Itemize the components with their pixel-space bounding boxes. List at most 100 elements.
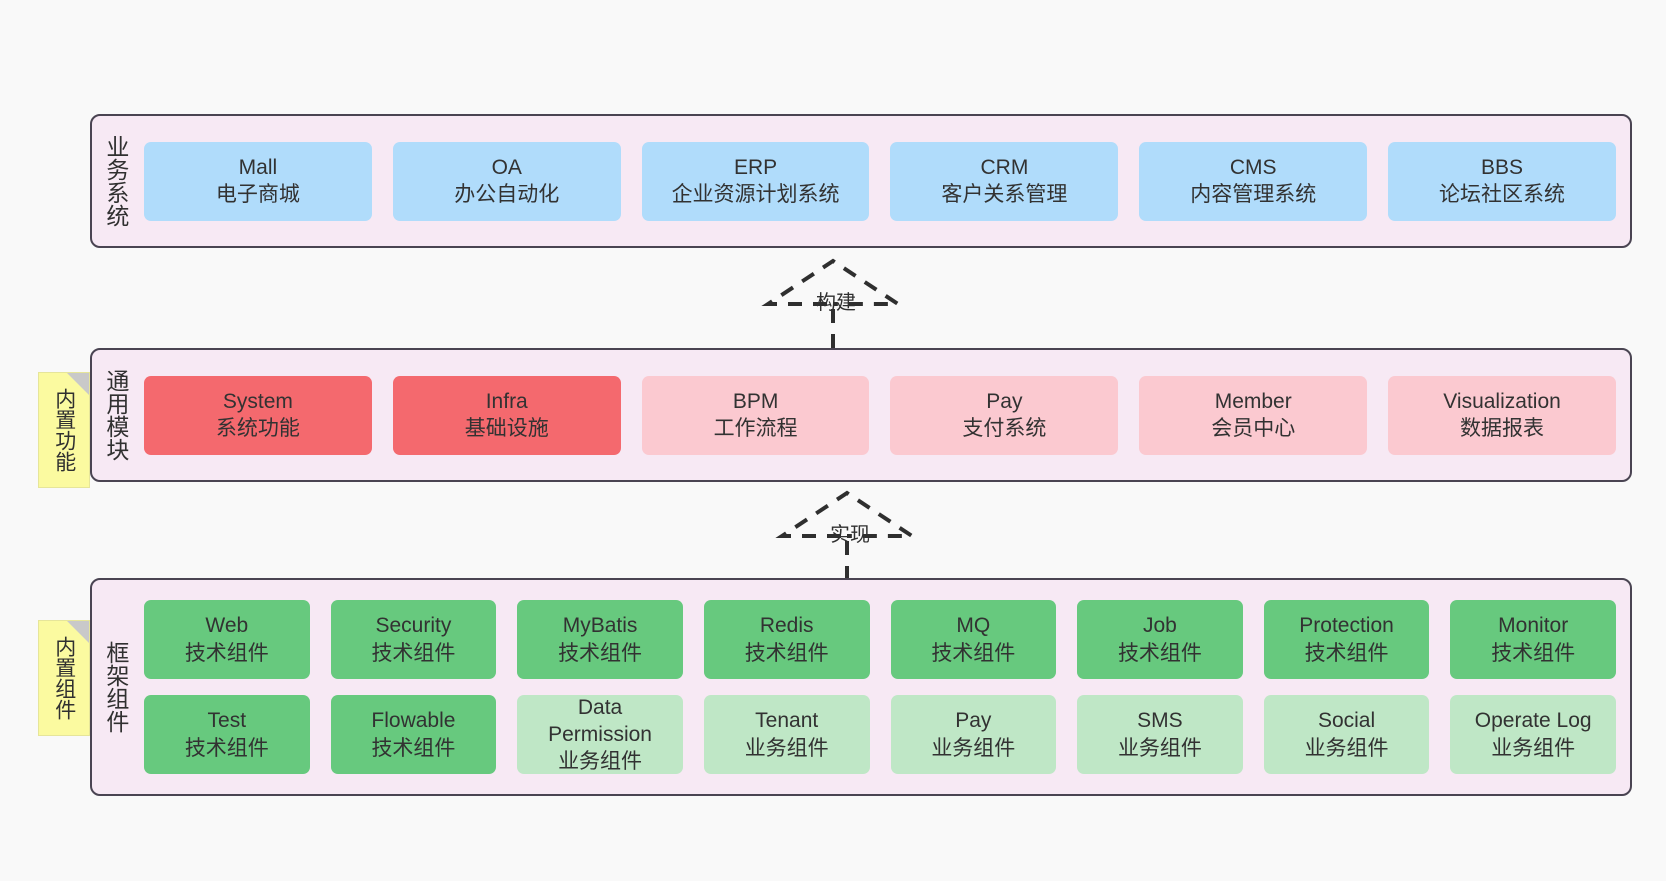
layer-business-system-body: Mall 电子商城 OA 办公自动化 ERP 企业资源计划系统 CRM 客户关系管理 CMS 内容… (138, 116, 1630, 246)
card-title: Social (1317, 709, 1376, 733)
card-title: MQ (956, 614, 991, 638)
framework-card-protection[interactable]: Protection 技术组件 (1263, 600, 1430, 679)
card-subtitle: 技术组件 (184, 736, 269, 760)
card-title: System (222, 389, 293, 413)
framework-card-redis[interactable]: Redis 技术组件 (703, 600, 870, 679)
card-title: Pay (955, 709, 992, 733)
card-title: Member (1214, 389, 1292, 413)
card-subtitle: 业务组件 (558, 750, 643, 774)
card-subtitle: 业务组件 (931, 736, 1016, 760)
card-subtitle: 论坛社区系统 (1439, 183, 1566, 206)
card-title: OA (491, 155, 522, 179)
card-title: CMS (1229, 155, 1277, 179)
card-title: Redis (759, 614, 814, 638)
card-title: Visualization (1443, 389, 1561, 413)
card-subtitle: 电子商城 (215, 183, 300, 206)
arrow-build: 构建 (758, 258, 908, 350)
card-title: Security (375, 614, 452, 638)
framework-card-security[interactable]: Security 技术组件 (330, 600, 497, 679)
business-card-erp[interactable]: ERP 企业资源计划系统 (641, 141, 870, 221)
framework-card-flowable[interactable]: Flowable 技术组件 (330, 695, 497, 774)
side-tag-builtin-component: 内置组件 (38, 620, 90, 736)
framework-card-pay[interactable]: Pay 业务组件 (890, 695, 1057, 774)
card-subtitle: 支付系统 (962, 417, 1047, 440)
card-subtitle: 企业资源计划系统 (671, 183, 840, 206)
card-subtitle: 业务组件 (1117, 736, 1202, 760)
business-card-mall[interactable]: Mall 电子商城 (144, 141, 372, 221)
card-title: Operate Log (1474, 709, 1592, 733)
general-card-pay[interactable]: Pay 支付系统 (890, 375, 1119, 455)
folded-corner-icon (67, 373, 89, 395)
business-card-bbs[interactable]: BBS 论坛社区系统 (1388, 141, 1616, 221)
arrow-implement-label: 实现 (830, 524, 870, 546)
card-subtitle: 业务组件 (744, 736, 829, 760)
card-subtitle: 基础设施 (464, 417, 549, 440)
card-subtitle: 工作流程 (713, 417, 798, 440)
card-subtitle: 业务组件 (1491, 736, 1576, 760)
card-title: SMS (1137, 709, 1183, 733)
side-tag-builtin-function: 内置功能 (38, 372, 90, 488)
business-card-cms[interactable]: CMS 内容管理系统 (1139, 141, 1368, 221)
general-card-system[interactable]: System 系统功能 (144, 375, 372, 455)
card-subtitle: 技术组件 (371, 736, 456, 760)
card-subtitle: 技术组件 (184, 641, 269, 665)
card-title: Data Permission (548, 695, 652, 746)
card-title: Web (205, 614, 249, 638)
side-tag-builtin-component-label: 内置组件 (52, 636, 76, 720)
card-subtitle: 技术组件 (744, 641, 829, 665)
framework-card-data-permission[interactable]: Data Permission 业务组件 (517, 695, 683, 774)
framework-card-social[interactable]: Social 业务组件 (1263, 695, 1430, 774)
arrow-implement: 实现 (772, 490, 922, 582)
general-card-member[interactable]: Member 会员中心 (1139, 375, 1368, 455)
business-card-oa[interactable]: OA 办公自动化 (392, 141, 621, 221)
card-title: Pay (986, 389, 1023, 413)
card-title: ERP (733, 155, 778, 179)
card-subtitle: 系统功能 (215, 417, 300, 440)
arrow-build-label: 构建 (816, 292, 856, 314)
framework-card-web[interactable]: Web 技术组件 (144, 600, 310, 679)
card-subtitle: 数据报表 (1460, 417, 1545, 440)
arrow-implement-shape (775, 490, 919, 580)
card-subtitle: 客户关系管理 (941, 183, 1068, 206)
card-title: Protection (1299, 614, 1394, 638)
framework-card-sms[interactable]: SMS 业务组件 (1077, 695, 1243, 774)
folded-corner-icon (67, 621, 89, 643)
card-subtitle: 会员中心 (1211, 417, 1296, 440)
card-title: BBS (1481, 155, 1524, 179)
general-card-visualization[interactable]: Visualization 数据报表 (1388, 375, 1616, 455)
card-title: Infra (485, 389, 528, 413)
general-card-infra[interactable]: Infra 基础设施 (392, 375, 621, 455)
card-subtitle: 技术组件 (371, 641, 456, 665)
framework-card-operate-log[interactable]: Operate Log 业务组件 (1450, 695, 1616, 774)
card-subtitle: 内容管理系统 (1190, 183, 1317, 206)
card-subtitle: 办公自动化 (454, 183, 560, 206)
business-card-row: Mall 电子商城 OA 办公自动化 ERP 企业资源计划系统 CRM 客户关系管理 CMS 内容… (144, 141, 1616, 221)
card-title: Flowable (371, 709, 456, 733)
business-card-crm[interactable]: CRM 客户关系管理 (890, 141, 1119, 221)
card-subtitle: 业务组件 (1304, 736, 1389, 760)
layer-framework-component-label: 框架组件 (102, 641, 129, 733)
card-subtitle: 技术组件 (1491, 641, 1576, 665)
card-subtitle: 技术组件 (1304, 641, 1389, 665)
card-title: MyBatis (562, 614, 638, 638)
card-title: CRM (980, 155, 1029, 179)
card-title: Mall (238, 155, 278, 179)
layer-general-module-label: 通用模块 (102, 369, 129, 461)
arrow-build-shape (761, 258, 905, 348)
card-title: Job (1143, 614, 1177, 638)
